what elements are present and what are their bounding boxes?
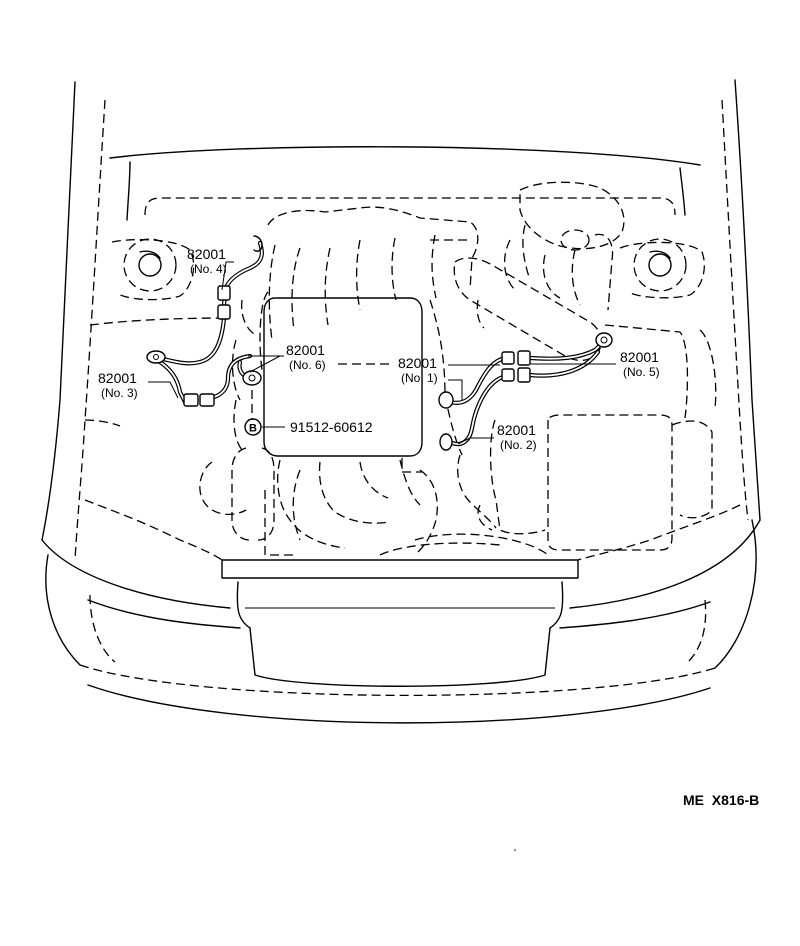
bolt-part-number: 91512-60612 — [290, 419, 373, 435]
callout-no5-part: 82001 — [620, 349, 659, 365]
car-body-outline — [41, 79, 761, 724]
connectors-right — [438, 332, 613, 451]
bolt-marker-letter: B — [249, 423, 257, 435]
right-strut-tower — [619, 238, 705, 299]
bolt-callout: B 91512-60612 — [244, 418, 373, 436]
callout-no1-sub: (No. 1) — [401, 371, 438, 385]
leader-lines — [148, 261, 616, 445]
callout-no2-part: 82001 — [497, 422, 536, 438]
callout-no5: 82001 (No. 5) — [620, 349, 660, 379]
callout-no5-sub: (No. 5) — [623, 365, 660, 379]
callout-no2: 82001 (No. 2) — [497, 422, 537, 452]
bolt-marker-circle — [244, 418, 262, 436]
callout-no4-part: 82001 — [187, 246, 226, 262]
callout-no3-part: 82001 — [98, 370, 137, 386]
callout-no1-part: 82001 — [398, 355, 437, 371]
air-intake — [430, 181, 625, 362]
reference-code: ME X816-B — [683, 792, 759, 808]
left-lower-components — [199, 299, 275, 541]
callout-no3-sub: (No. 3) — [101, 386, 138, 400]
battery-area — [457, 324, 717, 551]
front-grille — [87, 559, 711, 687]
callout-no6-sub: (No. 6) — [289, 358, 326, 372]
stray-dot — [514, 849, 516, 851]
callout-no3: 82001 (No. 3) — [98, 370, 138, 400]
callout-no4-sub: (No. 4) — [190, 262, 227, 276]
callout-no1: 82001 (No. 1) — [398, 355, 438, 385]
connectors-left — [146, 235, 263, 420]
callout-no6: 82001 (No. 6) — [286, 342, 326, 372]
callout-no6-part: 82001 — [286, 342, 325, 358]
left-strut-tower — [111, 238, 195, 301]
callout-no4: 82001 (No. 4) — [187, 246, 227, 276]
inner-fenders — [84, 317, 741, 561]
engine-block — [259, 206, 549, 556]
callout-no2-sub: (No. 2) — [500, 438, 537, 452]
